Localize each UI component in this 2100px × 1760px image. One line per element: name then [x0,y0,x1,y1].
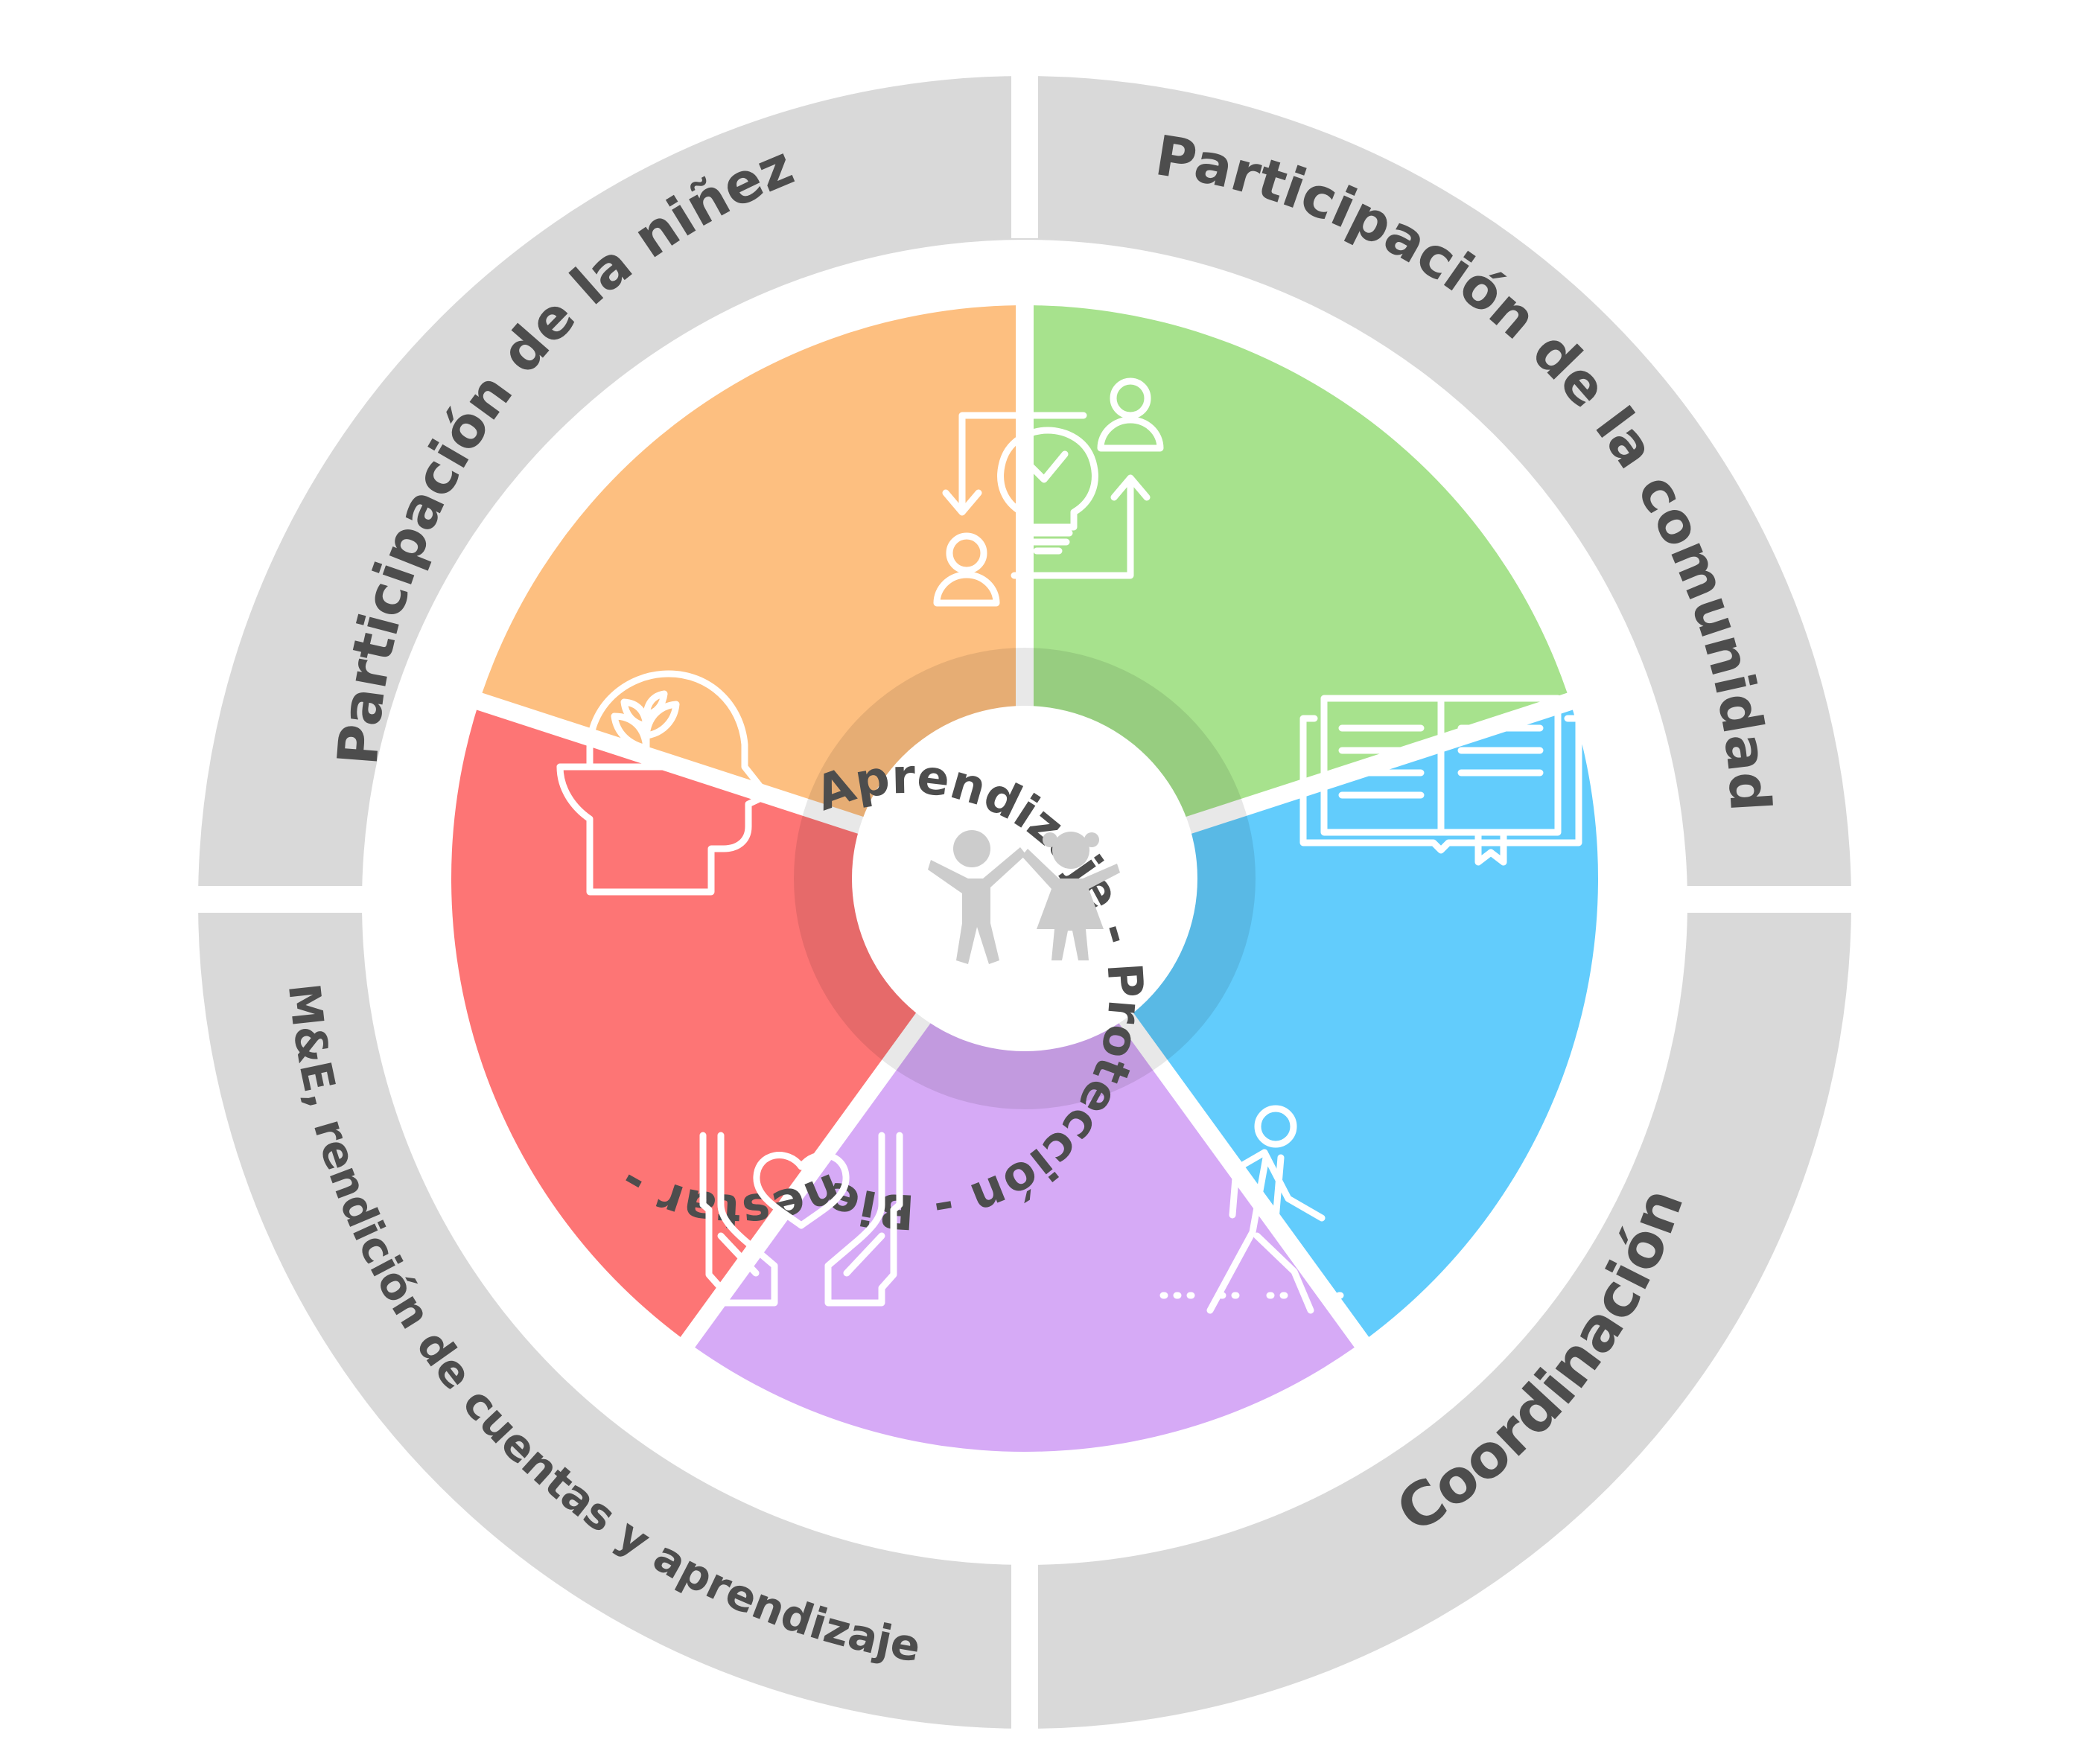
center-hub [852,706,1197,1051]
ring-gap-left [171,886,365,913]
ring-gap-right [1683,886,1877,913]
ring-gap-bottom [1011,1563,1038,1757]
segment-red [451,710,957,1337]
segment-blue [1092,710,1598,1337]
segment-purple [695,967,1355,1452]
ring-gap-top [1011,45,1038,238]
open-book-icon [1299,695,1582,866]
segment-green [1033,305,1568,838]
segment-orange [482,305,1016,838]
hands-heart-icon [699,1132,903,1307]
ideas-exchange-icon [933,377,1164,607]
children-icon [928,830,1120,964]
outer-ring [171,45,1877,1757]
walking-person-icon [1159,1105,1355,1314]
head-growth-icon [556,670,771,896]
